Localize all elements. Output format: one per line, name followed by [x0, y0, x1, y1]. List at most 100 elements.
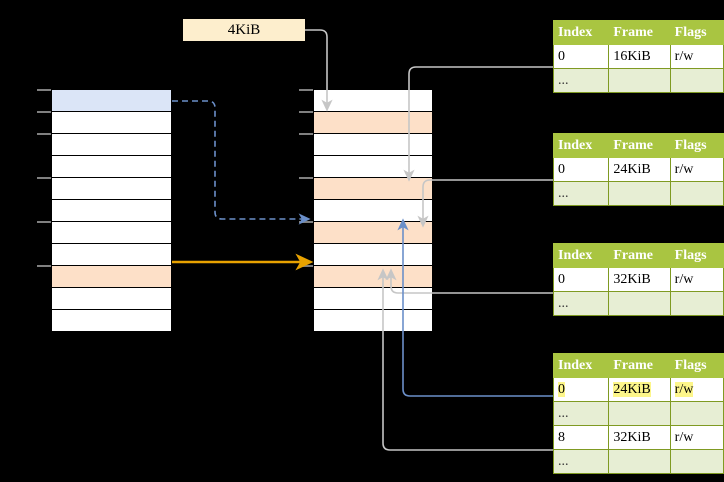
cell-index: 8: [552, 425, 610, 450]
column-header-frame: Frame: [608, 243, 671, 268]
physical-row-tick-0: [299, 89, 313, 91]
table-row[interactable]: ...: [552, 181, 724, 206]
highlighted-value: r/w: [674, 381, 694, 397]
column-header-flags: Flags: [669, 243, 724, 268]
table-row[interactable]: 0 24KiB r/w: [552, 377, 724, 402]
physical-row-tick-2: [299, 133, 313, 135]
virtual-row-tick-8: [37, 265, 51, 267]
physical-row-tick-1: [299, 111, 313, 113]
cell-flags: [669, 401, 724, 426]
cell-index: 0: [552, 157, 610, 182]
column-header-index: Index: [552, 243, 610, 268]
cell-flags: r/w: [669, 377, 724, 402]
page-size-label: 4KiB: [183, 19, 305, 41]
virtual-row-row-0: [51, 89, 172, 111]
column-header-flags: Flags: [669, 20, 724, 45]
virtual-row-row-9: [51, 287, 172, 309]
column-header-index: Index: [552, 133, 610, 158]
cell-flags: [669, 449, 724, 474]
physical-row-tick-4: [299, 177, 313, 179]
virtual-row-tick-2: [37, 133, 51, 135]
virtual-row-tick-6: [37, 221, 51, 223]
cell-frame: 32KiB: [608, 425, 671, 450]
cell-flags: r/w: [669, 157, 724, 182]
cell-index: ...: [552, 68, 610, 93]
cell-frame: [608, 449, 671, 474]
virtual-row-row-2: [51, 133, 172, 155]
cell-frame: 32KiB: [608, 267, 671, 292]
cell-index: 0: [552, 44, 610, 69]
column-header-frame: Frame: [608, 133, 671, 158]
physical-row-row-6: [313, 221, 433, 243]
cell-index: 0: [552, 267, 610, 292]
column-header-frame: Frame: [608, 353, 671, 378]
wire-table2-to-physical-row6: [417, 179, 553, 228]
cell-frame: [608, 181, 671, 206]
cell-index: ...: [552, 291, 610, 316]
cell-frame: [608, 68, 671, 93]
virtual-row-tick-4: [37, 177, 51, 179]
cell-frame: [608, 401, 671, 426]
cell-flags: [669, 68, 724, 93]
virtual-row-row-10: [51, 309, 172, 331]
wire-virtual-row0-to-physical-row6: [172, 100, 311, 225]
physical-row-row-1: [313, 111, 433, 133]
table-row[interactable]: ...: [552, 291, 724, 316]
virtual-address-space-column: [37, 89, 172, 331]
cell-flags: [669, 291, 724, 316]
cell-index: ...: [552, 449, 610, 474]
cell-flags: r/w: [669, 267, 724, 292]
column-header-frame: Frame: [608, 20, 671, 45]
highlighted-value: 0: [558, 381, 565, 397]
cell-frame: 24KiB: [608, 157, 671, 182]
physical-row-row-3: [313, 155, 433, 177]
highlighted-value: 24KiB: [613, 381, 651, 397]
cell-flags: r/w: [669, 44, 724, 69]
column-header-index: Index: [552, 20, 610, 45]
physical-row-row-7: [313, 243, 433, 265]
cell-index: 0: [552, 377, 610, 402]
cell-index: ...: [552, 181, 610, 206]
column-header-index: Index: [552, 353, 610, 378]
cell-flags: [669, 181, 724, 206]
physical-row-tick-6: [299, 221, 313, 223]
physical-row-tick-8: [299, 265, 313, 267]
virtual-row-tick-0: [37, 89, 51, 91]
table-row[interactable]: ...: [552, 401, 724, 426]
virtual-row-row-1: [51, 111, 172, 133]
virtual-row-tick-1: [37, 111, 51, 113]
physical-memory-column: [299, 89, 433, 331]
virtual-row-row-5: [51, 199, 172, 221]
virtual-row-row-3: [51, 155, 172, 177]
physical-row-row-0: [313, 89, 433, 111]
physical-row-row-10: [313, 309, 433, 331]
column-header-flags: Flags: [669, 353, 724, 378]
virtual-row-row-8: [51, 265, 172, 287]
column-header-flags: Flags: [669, 133, 724, 158]
physical-row-row-9: [313, 287, 433, 309]
cell-flags: r/w: [669, 425, 724, 450]
physical-row-row-4: [313, 177, 433, 199]
table-row[interactable]: ...: [552, 68, 724, 93]
cell-frame: 16KiB: [608, 44, 671, 69]
table-row[interactable]: ...: [552, 449, 724, 474]
cell-frame: 24KiB: [608, 377, 671, 402]
virtual-row-row-4: [51, 177, 172, 199]
virtual-row-row-7: [51, 243, 172, 265]
cell-index: ...: [552, 401, 610, 426]
physical-row-row-8: [313, 265, 433, 287]
virtual-row-row-6: [51, 221, 172, 243]
